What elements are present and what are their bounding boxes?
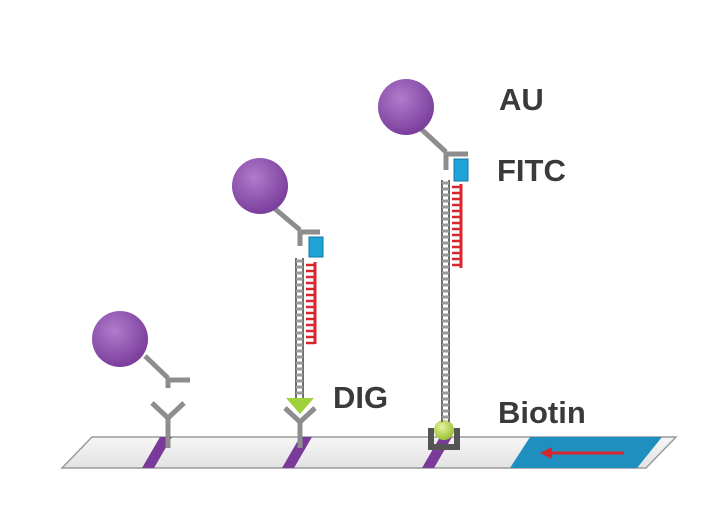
fitc-tag-3 [453,158,469,182]
fitc-tag-2 [308,236,324,258]
anti-fitc-antibody-3 [418,126,468,170]
dna-probe-2 [306,262,317,345]
gold-nanoparticle-3 [378,79,434,135]
dig-tag [286,398,314,414]
test-line-2 [282,437,312,468]
arrow-left-icon [540,447,624,459]
gold-nanoparticle-1 [92,311,148,367]
label-fitc: FITC [497,153,566,188]
label-au: AU [499,82,544,117]
anti-fitc-antibody-2 [272,206,320,246]
capture-antibody-1 [150,401,186,448]
test-strip [60,436,678,469]
streptavidin-cup [428,428,460,450]
dna-strand-3 [441,180,450,422]
dna-strand-2 [295,258,304,398]
label-biotin: Biotin [498,395,586,430]
construct-antibody [92,311,190,448]
capture-antibody-2 [283,406,317,448]
label-dig: DIG [333,380,389,415]
gold-nanoparticle-2 [232,158,288,214]
construct-biotin [378,79,469,450]
construct-dig [232,158,324,448]
test-line-1 [142,437,172,468]
dna-probe-3 [452,184,463,268]
detection-antibody [143,354,190,388]
biotin-bead [434,420,454,440]
